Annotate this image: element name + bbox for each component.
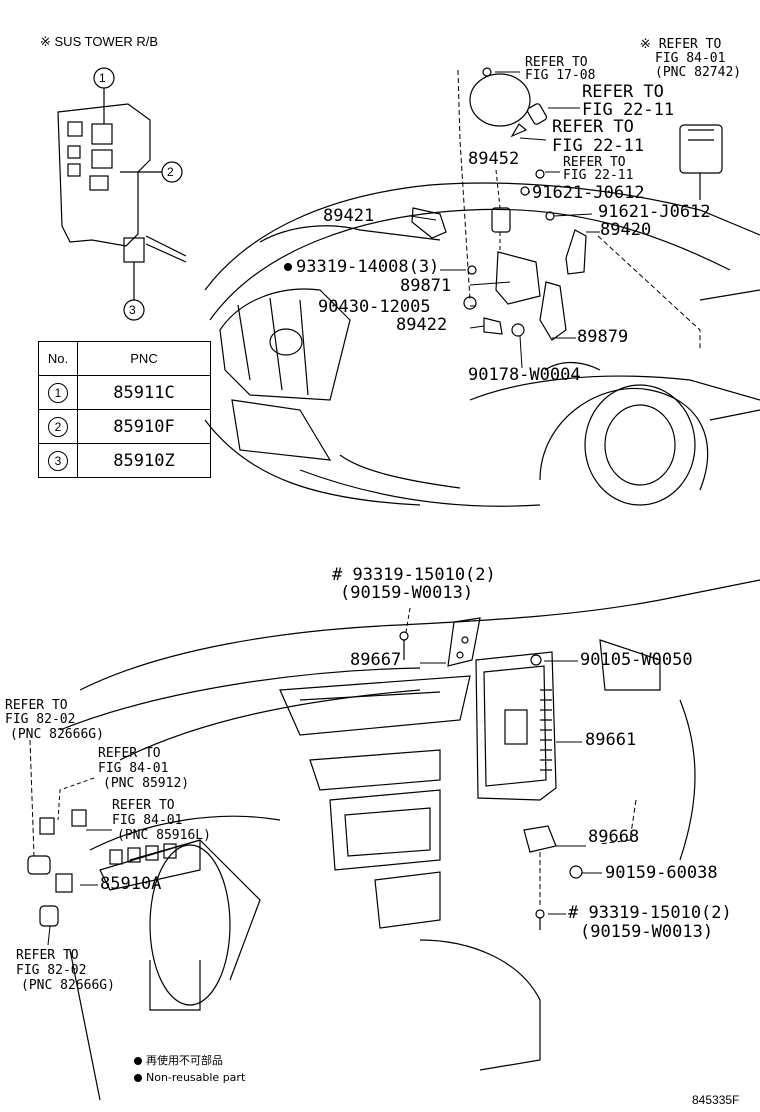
figure-id: 845335F (692, 1093, 740, 1107)
refer-label: ※ REFER TO (640, 37, 722, 52)
dashboard-drawing (59, 579, 760, 1101)
part-number-label: 89452 (468, 149, 520, 169)
refer-label: FIG 82-02 (5, 712, 76, 727)
part-number-label: 85910A (100, 874, 162, 894)
refer-label: REFER TO (552, 117, 634, 137)
pnc-table-row: 1 85911C (38, 375, 211, 410)
part-number-label: 90430-12005 (318, 297, 431, 317)
non-reusable-marker (284, 263, 292, 271)
row-pnc: 85911C (77, 375, 211, 410)
pnc-table-header: No. PNC (38, 341, 211, 376)
callout-3: 3 (129, 303, 136, 317)
part-number-label: # 93319-15010(2) (568, 903, 732, 923)
header-no: No. (38, 341, 78, 376)
upper-leader-lines (409, 69, 701, 369)
upper-parts-drawing (411, 67, 723, 341)
pnc-table: No. PNC 1 85911C 2 85910F 3 85910Z (38, 341, 211, 478)
part-number-label: 90178-W0004 (468, 365, 581, 385)
refer-label: (PNC 82742) (655, 65, 742, 80)
part-number-label: 93319-14008(3) (284, 259, 439, 276)
refer-label: REFER TO (563, 155, 626, 170)
refer-label: REFER TO (582, 82, 664, 102)
car-front-drawing (204, 73, 760, 507)
refer-label: FIG 84-01 (112, 813, 183, 828)
legend-marker (134, 1074, 142, 1082)
part-number-label: (90159-W0013) (580, 922, 714, 942)
part-number-label: (90159-W0013) (340, 583, 474, 603)
part-number-label: 89668 (588, 827, 640, 847)
header-pnc: PNC (77, 341, 211, 376)
refer-label: REFER TO (98, 746, 161, 761)
callout-2: 2 (167, 165, 174, 179)
refer-label: (PNC 85912) (103, 776, 190, 791)
refer-label: (PNC 82666G) (10, 727, 104, 742)
refer-label: FIG 17-08 (525, 68, 596, 83)
refer-label: FIG 22-11 (552, 136, 645, 156)
refer-label: FIG 84-01 (655, 51, 726, 66)
row-no: 3 (48, 451, 68, 471)
part-number-label: 89879 (577, 327, 629, 347)
lower-parts-drawing (27, 617, 583, 930)
relay-box-drawing (57, 67, 187, 321)
part-number-label: # 93319-15010(2) (332, 565, 496, 585)
refer-label: REFER TO (16, 948, 79, 963)
callout-1: 1 (99, 71, 106, 85)
refer-label: FIG 82-02 (16, 963, 87, 978)
legend-en: Non-reusable part (134, 1072, 245, 1083)
refer-label: (PNC 85916L) (117, 828, 211, 843)
lower-leader-lines (29, 607, 637, 946)
pnc-table-row: 3 85910Z (38, 443, 211, 478)
part-number-label: 91621-J0612 (532, 183, 645, 203)
part-number-label: 89421 (323, 206, 375, 226)
part-number-label: 90105-W0050 (580, 650, 693, 670)
part-number-label: 91621-J0612 (598, 202, 711, 222)
refer-label: FIG 22-11 (563, 168, 634, 183)
part-number-label: 89871 (400, 276, 452, 296)
refer-label: REFER TO (112, 798, 175, 813)
row-pnc: 85910F (77, 409, 211, 444)
row-pnc: 85910Z (77, 443, 211, 478)
legend-jp: 再使用不可部品 (134, 1055, 223, 1066)
refer-label: FIG 22-11 (582, 100, 675, 120)
row-no: 2 (48, 417, 68, 437)
part-number-label: 89661 (585, 730, 637, 750)
part-number-label: 89420 (600, 220, 652, 240)
refer-label: (PNC 82666G) (21, 978, 115, 993)
refer-label: FIG 84-01 (98, 761, 169, 776)
row-no: 1 (48, 383, 68, 403)
part-number-label: 89422 (396, 315, 448, 335)
refer-label: REFER TO (525, 55, 588, 70)
part-number-label: 89667 (350, 650, 402, 670)
relay-box-title: ※ SUS TOWER R/B (40, 34, 159, 49)
refer-label: REFER TO (5, 698, 68, 713)
pnc-table-row: 2 85910F (38, 409, 211, 444)
part-number-label: 90159-60038 (605, 863, 718, 883)
legend-marker (134, 1057, 142, 1065)
